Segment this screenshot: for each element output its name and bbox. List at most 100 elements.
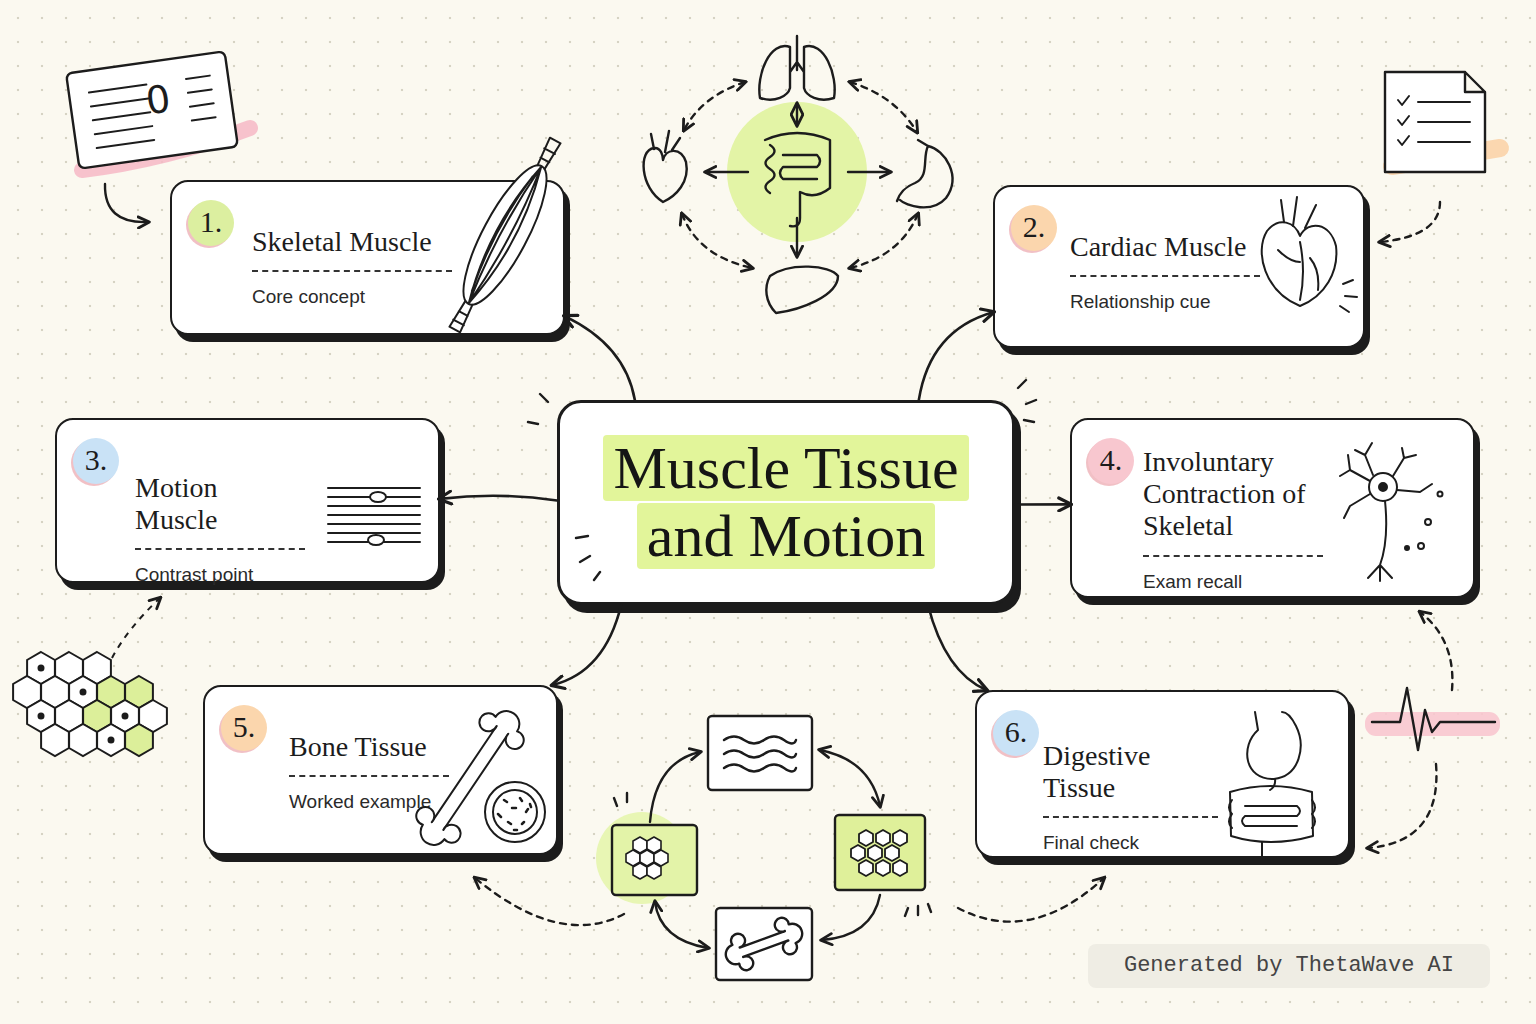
solid-arrow <box>822 895 880 940</box>
solid-arrow <box>820 750 880 806</box>
muscle-fibers <box>460 163 549 308</box>
tissue-box <box>716 908 812 980</box>
heart-vessels <box>1278 197 1318 300</box>
hub-title-wrap: Muscle Tissue and Motion <box>576 435 996 569</box>
solid-arrow <box>650 752 700 822</box>
tissue-box <box>708 716 812 790</box>
hexagon <box>27 700 55 732</box>
hexagon <box>876 830 890 846</box>
check-lines <box>1398 96 1470 145</box>
hexagon <box>13 676 41 708</box>
dashed-divider <box>252 270 452 272</box>
wave-lines <box>724 737 796 772</box>
sparkle-ticks <box>528 380 1036 580</box>
dot <box>39 714 44 719</box>
card-text: Involuntary Contraction of SkeletalExam … <box>1143 446 1323 593</box>
hexagon <box>654 850 668 866</box>
ecg-icon <box>1365 612 1500 848</box>
bone <box>406 699 534 856</box>
connector-arrow <box>1015 503 1070 506</box>
nucleus <box>1379 483 1387 491</box>
hex-mini <box>626 837 668 879</box>
hexagon <box>885 845 899 861</box>
dendrites <box>1340 443 1432 581</box>
orange-highlight <box>1392 148 1500 166</box>
intestine <box>1230 786 1313 842</box>
note-card <box>66 51 238 168</box>
connector-arrow <box>440 496 557 501</box>
card-text: Skeletal MuscleCore concept <box>252 226 452 308</box>
fiber-lines <box>328 488 420 542</box>
hexagon <box>859 860 873 876</box>
hub-box: Muscle Tissue and Motion <box>557 400 1015 605</box>
card-title: Motion Muscle <box>135 472 305 536</box>
hex-cluster <box>13 598 167 756</box>
dot <box>39 666 44 671</box>
bone-ends <box>406 699 534 856</box>
hexagon <box>55 700 83 732</box>
heart-icon-large <box>1262 197 1357 312</box>
connector-arrow <box>565 316 635 400</box>
card-lines <box>89 76 218 148</box>
nucleus <box>370 492 386 502</box>
lungs-icon <box>759 36 834 100</box>
card-text: Bone TissueWorked example <box>289 731 449 813</box>
hexagon <box>69 676 97 708</box>
hex-mini <box>851 830 907 876</box>
liver-icon <box>766 267 838 313</box>
hexagon <box>139 700 167 732</box>
solid-arrow <box>655 902 708 948</box>
card-subtitle: Worked example <box>289 791 449 813</box>
hexagon <box>626 850 640 866</box>
dot <box>1438 492 1443 497</box>
tendon <box>449 138 560 333</box>
tissue-cycle <box>475 716 1104 980</box>
hexagon <box>111 700 139 732</box>
card-text: Motion MuscleContrast point <box>135 472 305 586</box>
muscle-icon <box>435 130 574 340</box>
hexagon <box>41 676 69 708</box>
hexagon <box>893 830 907 846</box>
dot <box>81 690 86 695</box>
ecg-line <box>1372 688 1495 750</box>
dot <box>123 714 128 719</box>
connector-arrow <box>919 312 993 400</box>
fiber-icon <box>328 488 420 545</box>
cell-body <box>1369 473 1397 501</box>
card-subtitle: Final check <box>1043 832 1218 854</box>
connector-arrow <box>553 605 621 685</box>
dashed-divider <box>289 775 449 777</box>
concept-card: 2.Cardiac MuscleRelationship cue <box>993 185 1365 348</box>
dot <box>1425 519 1431 525</box>
dot <box>1418 543 1424 549</box>
card-title: Bone Tissue <box>289 731 449 763</box>
hexagon <box>647 837 661 853</box>
dashed-divider <box>1070 275 1260 277</box>
hexagon <box>851 845 865 861</box>
digestive-icon <box>1229 712 1315 856</box>
concept-card: 4.Involuntary Contraction of SkeletalExa… <box>1070 418 1475 598</box>
hub-sparkles <box>528 380 1036 580</box>
card-title: Cardiac Muscle <box>1070 231 1260 263</box>
note-card-icon <box>66 51 250 222</box>
solid-arrow <box>706 171 748 173</box>
card-text: Cardiac MuscleRelationship cue <box>1070 231 1260 313</box>
hexagon <box>633 863 647 879</box>
dashed-arrow <box>850 214 918 268</box>
dot <box>109 738 114 743</box>
tissue-box <box>612 825 697 895</box>
highlight-blob <box>727 102 867 242</box>
hexagon <box>97 676 125 708</box>
concept-card: 5.Bone TissueWorked example <box>203 685 558 855</box>
dashed-divider <box>1043 816 1218 818</box>
solid-arrow <box>796 218 798 256</box>
dashed-arrow <box>475 878 624 925</box>
dashed-arrow <box>682 214 752 268</box>
callout-number: 4. <box>1088 438 1134 484</box>
nucleus <box>368 535 384 545</box>
card-text: Digestive TissueFinal check <box>1043 740 1218 854</box>
dashed-divider <box>135 548 305 550</box>
concept-card: 1.Skeletal MuscleCore concept <box>170 180 565 335</box>
dashed-arrow <box>958 878 1104 922</box>
